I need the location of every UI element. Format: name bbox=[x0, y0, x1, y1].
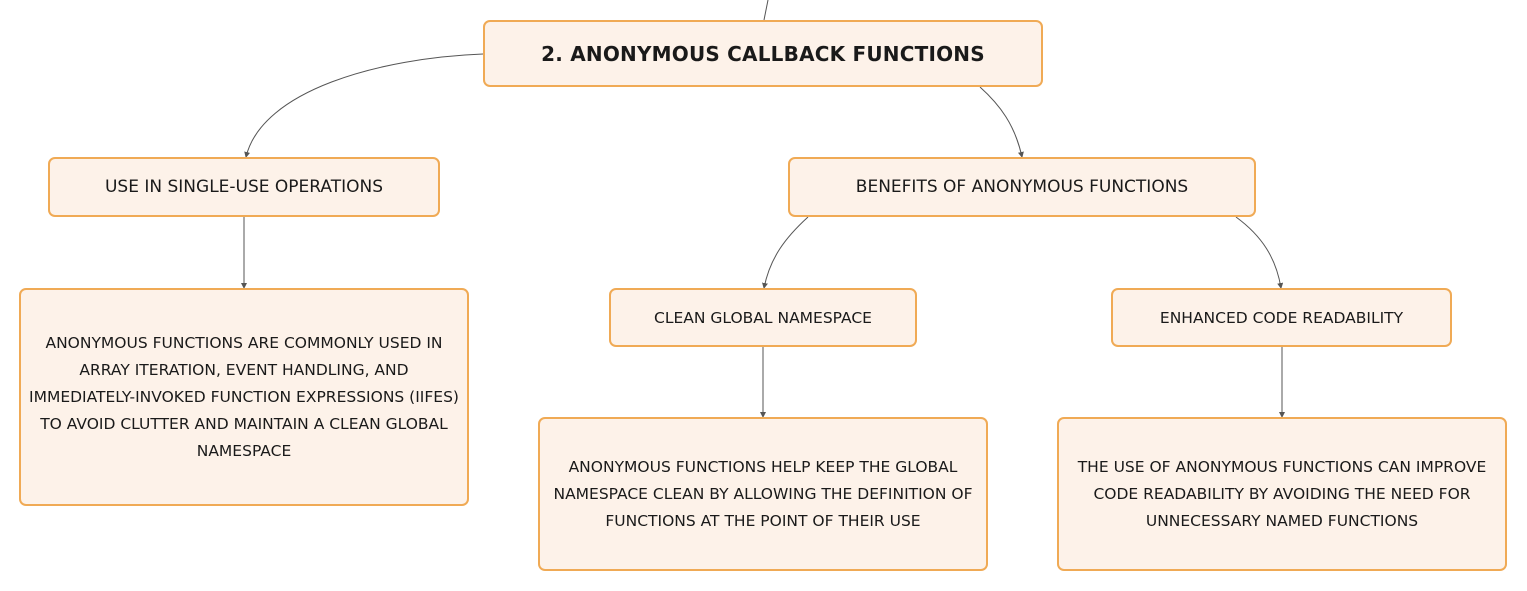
root-node-label: 2. ANONYMOUS CALLBACK FUNCTIONS bbox=[541, 41, 985, 66]
benefits-node[interactable]: BENEFITS OF ANONYMOUS FUNCTIONS bbox=[788, 157, 1256, 217]
connector-incoming bbox=[763, 0, 769, 21]
single-use-operations-label: USE IN SINGLE-USE OPERATIONS bbox=[104, 177, 384, 197]
enhanced-code-readability-node[interactable]: ENHANCED CODE READABILITY bbox=[1111, 288, 1452, 347]
connector-root-to-single-use bbox=[244, 53, 484, 158]
root-node[interactable]: 2. ANONYMOUS CALLBACK FUNCTIONS bbox=[483, 20, 1043, 87]
clean-global-namespace-detail-text: ANONYMOUS FUNCTIONS HELP KEEP THE GLOBAL… bbox=[553, 457, 973, 530]
enhanced-code-readability-detail-node[interactable]: THE USE OF ANONYMOUS FUNCTIONS CAN IMPRO… bbox=[1057, 417, 1507, 571]
connector-benefits-to-clean-namespace bbox=[762, 216, 809, 289]
single-use-operations-detail-node[interactable]: ANONYMOUS FUNCTIONS ARE COMMONLY USED IN… bbox=[19, 288, 469, 506]
benefits-label: BENEFITS OF ANONYMOUS FUNCTIONS bbox=[855, 177, 1189, 197]
connector-root-to-benefits bbox=[979, 86, 1024, 158]
connector-benefits-to-readability bbox=[1235, 216, 1284, 289]
single-use-operations-node[interactable]: USE IN SINGLE-USE OPERATIONS bbox=[48, 157, 440, 217]
enhanced-code-readability-label: ENHANCED CODE READABILITY bbox=[1159, 308, 1404, 327]
clean-global-namespace-node[interactable]: CLEAN GLOBAL NAMESPACE bbox=[609, 288, 917, 347]
enhanced-code-readability-detail-text: THE USE OF ANONYMOUS FUNCTIONS CAN IMPRO… bbox=[1077, 457, 1487, 530]
clean-global-namespace-detail-node[interactable]: ANONYMOUS FUNCTIONS HELP KEEP THE GLOBAL… bbox=[538, 417, 988, 571]
clean-global-namespace-label: CLEAN GLOBAL NAMESPACE bbox=[654, 308, 872, 327]
single-use-operations-detail-text: ANONYMOUS FUNCTIONS ARE COMMONLY USED IN… bbox=[29, 333, 459, 460]
